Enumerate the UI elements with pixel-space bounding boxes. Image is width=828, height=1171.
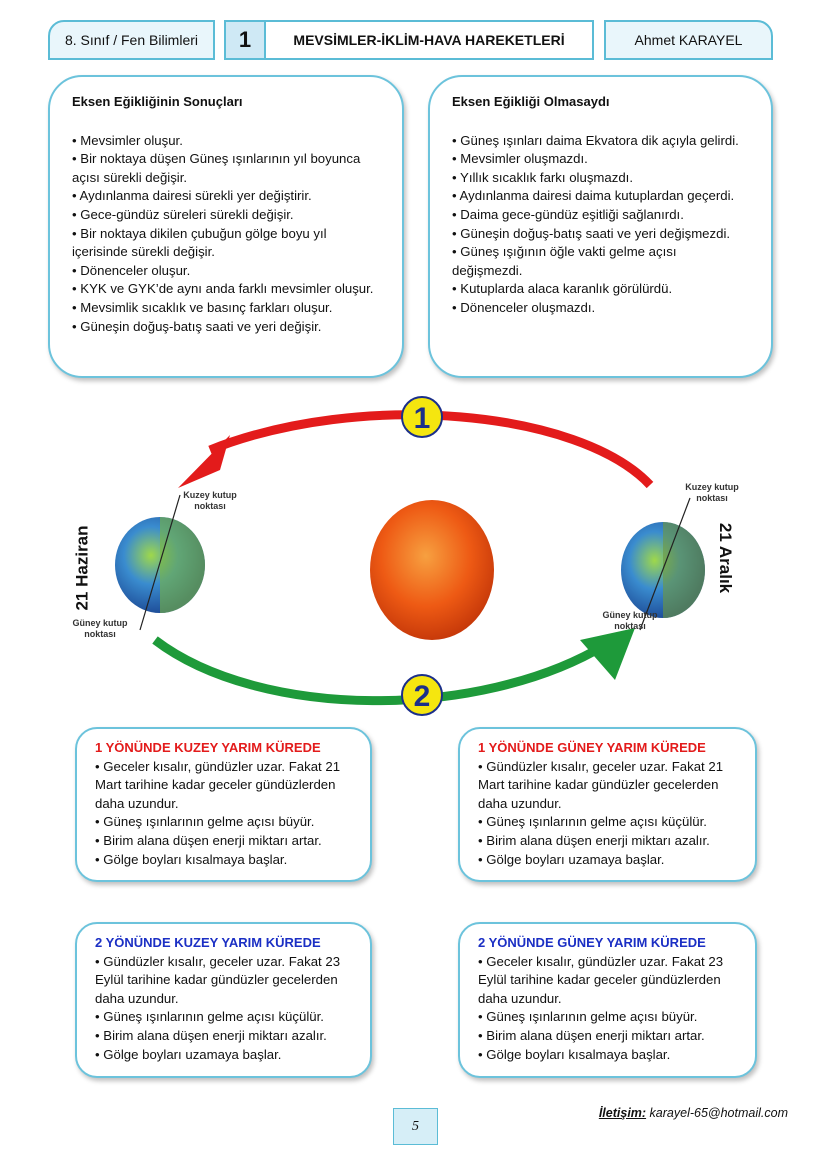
list-item: • Gece-gündüz süreleri sürekli değişir. (72, 206, 294, 222)
unit-title: MEVSİMLER-İKLİM-HAVA HAREKETLERİ (293, 32, 565, 48)
grade-text: 8. Sınıf / Fen Bilimleri (64, 32, 199, 48)
card-list: • Mevsimler oluşur. • Bir noktaya düşen G… (72, 132, 380, 337)
list-item: • Güneşin doğuş-batış saati ve yeri deği… (72, 318, 322, 334)
list-item: • Dönenceler oluşmazdı. (452, 299, 596, 315)
author-text: Ahmet KARAYEL (634, 32, 743, 48)
list-item: • Mevsimler oluşur. (72, 132, 183, 148)
list-item: • Güneş ışınlarının gelme açısı küçülür. (478, 814, 707, 830)
list-item: • Yıllık sıcaklık farkı oluşmazdı. (452, 169, 633, 185)
card-direction1-south: 1 YÖNÜNDE GÜNEY YARIM KÜREDE • Gündüzler … (458, 727, 757, 882)
card-title: Eksen Eğikliğinin Sonuçları (72, 94, 243, 109)
list-item: • Gölge boyları kısalmaya başlar. (95, 851, 288, 867)
list-item: • Mevsimler oluşmazdı. (452, 151, 588, 167)
north-pole-label-left: Kuzey kutup noktası (183, 490, 237, 511)
unit-number: 1 (226, 22, 266, 58)
list-item: • Bir noktaya dikilen çubuğun gölge boyu… (72, 225, 327, 260)
list-item: • Güneş ışınlarının gelme açısı büyür. (478, 1009, 698, 1025)
tilt-results-card: Eksen Eğikliğinin Sonuçları • Mevsimler … (48, 75, 404, 378)
card-direction1-north: 1 YÖNÜNDE KUZEY YARIM KÜREDE • Geceler kı… (75, 727, 372, 882)
list-item: • Güneş ışınları daima Ekvatora dik açıy… (452, 132, 739, 148)
list-item: • Geceler kısalır, gündüzler uzar. Fakat… (478, 953, 724, 1006)
arrow-2-path (152, 636, 608, 706)
orbit-diagram: 1 2 Kuzey kutup noktası Güney kutup nokt… (60, 390, 760, 720)
june-21-label: 21 Haziran (72, 525, 92, 611)
badge-1 (401, 396, 443, 438)
list-item: • Bir noktaya düşen Güneş ışınlarının yı… (72, 151, 361, 185)
card-title: 2 YÖNÜNDE KUZEY YARIM KÜREDE (95, 935, 321, 950)
arrow-1-head (178, 435, 230, 488)
sun (370, 500, 494, 640)
badge-1-text: 1 (414, 402, 431, 435)
list-item: • Daima gece-gündüz eşitliği sağlanırdı. (452, 206, 684, 222)
list-item: • Gölge boyları uzamaya başlar. (478, 851, 665, 867)
page-number: 5 (393, 1108, 438, 1145)
card-list: • Güneş ışınları daima Ekvatora dik açıy… (452, 132, 749, 318)
list-item: • Birim alana düşen enerji miktarı artar… (478, 1027, 705, 1043)
list-item: • Birim alana düşen enerji miktarı azalı… (478, 832, 710, 848)
north-pole-label-right: Kuzey kutup noktası (685, 482, 739, 503)
list-item: • Gölge boyları uzamaya başlar. (95, 1046, 282, 1062)
list-item: • Güneş ışınlarının gelme açısı büyür. (95, 814, 315, 830)
author-label: Ahmet KARAYEL (604, 20, 773, 60)
list-item: • Birim alana düşen enerji miktarı azalı… (95, 1027, 327, 1043)
arrow-2-head (580, 628, 635, 680)
card-title: 1 YÖNÜNDE GÜNEY YARIM KÜREDE (478, 740, 706, 755)
list-item: • Mevsimlik sıcaklık ve basınç farkları … (72, 299, 333, 315)
unit-title-box: 1 MEVSİMLER-İKLİM-HAVA HAREKETLERİ (224, 20, 594, 60)
list-item: • Gündüzler kısalır, geceler uzar. Fakat… (95, 953, 341, 1006)
no-tilt-card: Eksen Eğikliği Olmasaydı • Güneş ışınlar… (428, 75, 773, 378)
list-item: • Güneş ışınlarının gelme açısı küçülür. (95, 1009, 324, 1025)
list-item: • Gölge boyları kısalmaya başlar. (478, 1046, 671, 1062)
list-item: • Dönenceler oluşur. (72, 262, 191, 278)
list-item: • Birim alana düşen enerji miktarı artar… (95, 832, 322, 848)
card-list: • Gündüzler kısalır, geceler uzar. Fakat… (95, 953, 356, 1065)
december-21-label: 21 Aralık (716, 522, 736, 594)
list-item: • Kutuplarda alaca karanlık görülürdü. (452, 281, 673, 297)
list-item: • Güneş ışığının öğle vakti gelme açısı … (452, 244, 677, 278)
list-item: • KYK ve GYK’de aynı anda farklı mevsiml… (72, 281, 374, 297)
list-item: • Güneşin doğuş-batış saati ve yeri deği… (452, 225, 731, 241)
card-direction2-north: 2 YÖNÜNDE KUZEY YARIM KÜREDE • Gündüzler … (75, 922, 372, 1078)
list-item: • Aydınlanma dairesi sürekli yer değişti… (72, 188, 312, 204)
card-title: Eksen Eğikliği Olmasaydı (452, 94, 610, 109)
badge-2-text: 2 (414, 680, 431, 713)
card-direction2-south: 2 YÖNÜNDE GÜNEY YARIM KÜREDE • Geceler kı… (458, 922, 757, 1078)
list-item: • Aydınlanma dairesi daima kutuplardan g… (452, 188, 735, 204)
badge-2 (401, 674, 443, 716)
list-item: • Geceler kısalır, gündüzler uzar. Fakat… (95, 758, 341, 811)
arrow-1-path (208, 410, 654, 489)
south-pole-label-right: Güney kutup noktası (602, 610, 658, 631)
grade-label: 8. Sınıf / Fen Bilimleri (48, 20, 215, 60)
contact-info: İletişim: karayel-65@hotmail.com (599, 1106, 788, 1120)
south-pole-label-left: Güney kutup noktası (72, 618, 128, 639)
card-title: 1 YÖNÜNDE KUZEY YARIM KÜREDE (95, 740, 321, 755)
card-list: • Geceler kısalır, gündüzler uzar. Fakat… (478, 953, 741, 1065)
list-item: • Gündüzler kısalır, geceler uzar. Fakat… (478, 758, 724, 811)
card-title: 2 YÖNÜNDE GÜNEY YARIM KÜREDE (478, 935, 706, 950)
card-list: • Geceler kısalır, gündüzler uzar. Fakat… (95, 758, 356, 870)
contact-email: karayel-65@hotmail.com (646, 1106, 788, 1120)
card-list: • Gündüzler kısalır, geceler uzar. Fakat… (478, 758, 741, 870)
contact-label: İletişim: (598, 1106, 647, 1120)
